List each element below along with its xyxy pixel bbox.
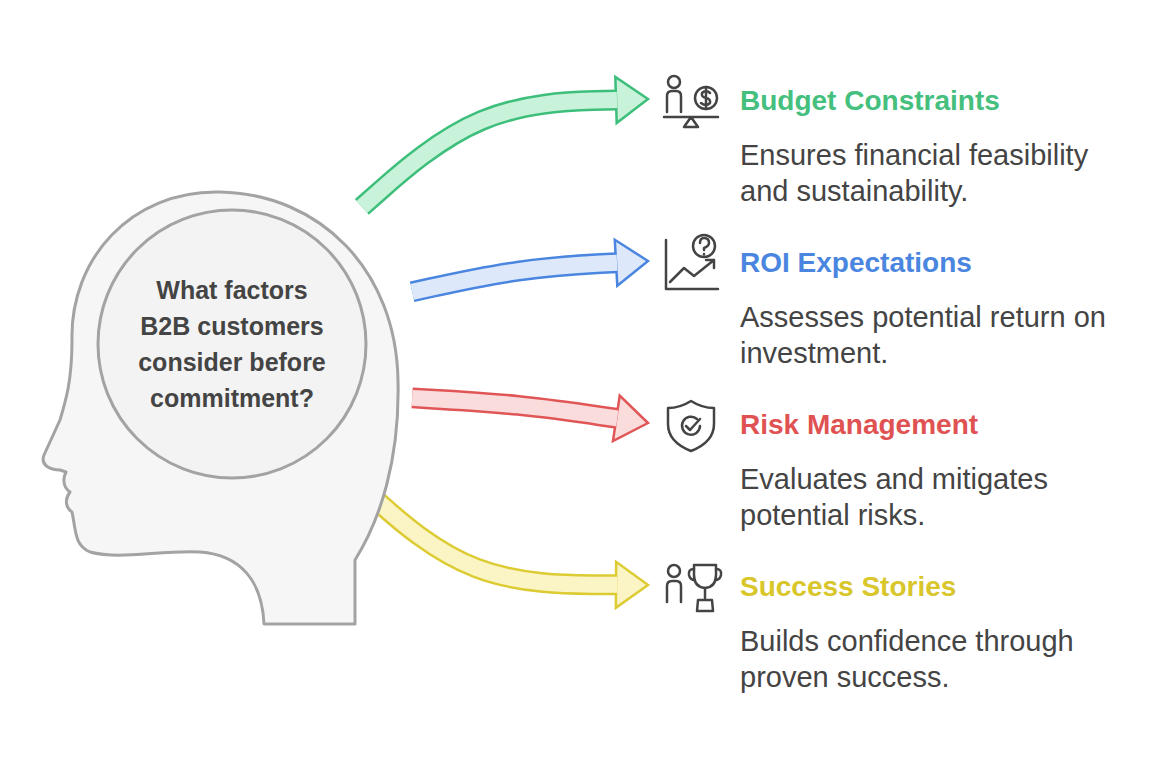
icon-part — [667, 91, 681, 112]
risk-icon — [668, 401, 714, 451]
icon-part — [668, 76, 680, 88]
factor-heading: Budget Constraints — [740, 83, 1125, 119]
factor-description: Evaluates and mitigates potential risks. — [740, 461, 1125, 533]
budget-icon — [664, 76, 718, 127]
arrow-head — [615, 240, 648, 286]
factor-heading: Success Stories — [740, 569, 1125, 605]
icon-part — [670, 260, 714, 282]
icon-part — [700, 238, 709, 255]
arrow-head — [615, 77, 648, 123]
item-text-holder: Risk ManagementEvaluates and mitigates p… — [740, 407, 1125, 533]
icon-part — [664, 117, 718, 127]
factor-item: Success StoriesBuilds confidence through… — [660, 569, 1130, 701]
icon-part — [668, 401, 714, 451]
arrow-shaft-fill — [362, 100, 617, 207]
arrow-shaft-fill — [412, 398, 617, 419]
icon-part — [667, 581, 681, 602]
icon-part — [668, 565, 680, 577]
flow-arrow — [362, 77, 648, 207]
flow-arrow — [412, 240, 648, 292]
factor-item: ROI ExpectationsAssesses potential retur… — [660, 245, 1130, 377]
arrow-head — [613, 396, 648, 442]
arrow-shaft-outline — [362, 100, 617, 207]
icon-part — [686, 419, 700, 430]
brain-circle — [98, 210, 366, 478]
question-holder: What factors B2B customers consider befo… — [132, 272, 332, 416]
item-text-holder: Success StoriesBuilds confidence through… — [740, 569, 1125, 695]
icon-part — [689, 569, 721, 580]
head-shape — [43, 192, 398, 624]
icon-part — [697, 588, 713, 611]
icon-part — [701, 87, 710, 109]
factor-item: Risk ManagementEvaluates and mitigates p… — [660, 407, 1130, 539]
question-text: What factors B2B customers consider befo… — [132, 272, 332, 416]
icon-part — [693, 235, 715, 257]
icon-part — [695, 87, 717, 109]
factor-heading: ROI Expectations — [740, 245, 1125, 281]
arrow-shaft-fill — [362, 487, 617, 585]
arrow-head — [616, 562, 648, 608]
factor-heading: Risk Management — [740, 407, 1125, 443]
icon-part — [694, 565, 716, 588]
arrow-shaft-fill — [412, 263, 617, 292]
icon-part — [682, 417, 700, 435]
item-text-holder: Budget ConstraintsEnsures financial feas… — [740, 83, 1125, 209]
flow-arrow — [412, 396, 648, 442]
item-text-holder: ROI ExpectationsAssesses potential retur… — [740, 245, 1125, 371]
head-silhouette: What factors B2B customers consider befo… — [40, 188, 402, 628]
arrow-shaft-outline — [412, 263, 617, 292]
arrow-shaft-outline — [412, 398, 617, 419]
arrow-shaft-outline — [362, 487, 617, 585]
factor-description: Ensures financial feasibility and sustai… — [740, 137, 1125, 209]
flow-arrow — [362, 487, 648, 608]
factor-item: Budget ConstraintsEnsures financial feas… — [660, 83, 1130, 215]
factor-description: Assesses potential return on investment. — [740, 299, 1125, 371]
success-icon — [667, 565, 721, 611]
factor-description: Builds confidence through proven success… — [740, 623, 1125, 695]
roi-icon — [666, 235, 718, 289]
